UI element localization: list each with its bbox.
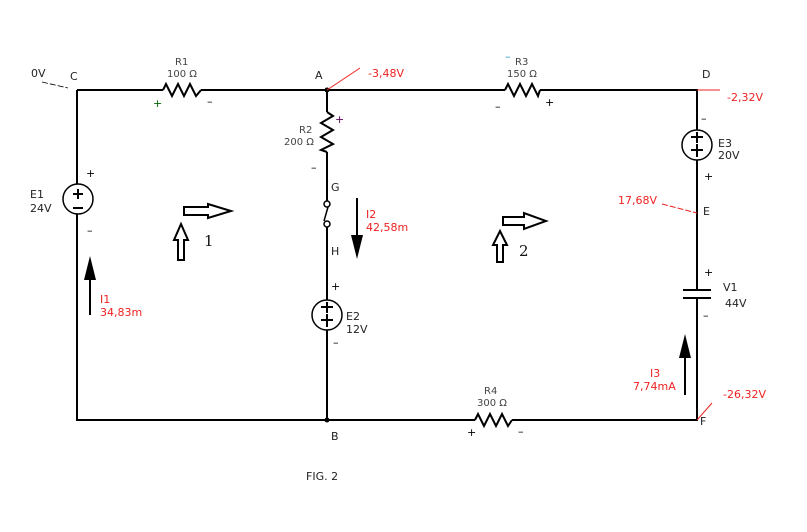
node-b-label: B (331, 430, 339, 443)
r1-minus: – (207, 95, 213, 108)
e3-minus: – (701, 112, 707, 125)
voltage-e: 17,68V (618, 194, 657, 207)
i2-value: 42,58m (366, 221, 408, 234)
i1-value: 34,83m (100, 306, 142, 319)
r2-plus: + (335, 113, 344, 126)
r1-plus: + (153, 97, 162, 110)
e1-minus: – (87, 224, 93, 237)
resistor-r2 (318, 111, 336, 153)
loop-2-arrows (491, 211, 549, 263)
i3-name: I3 (650, 367, 660, 380)
switch[interactable] (323, 200, 331, 228)
voltage-c: 0V (31, 67, 46, 80)
node-e-label: E (703, 205, 710, 218)
v1-plus: + (704, 266, 713, 279)
current-arrow-i3 (679, 334, 691, 395)
current-arrow-i2 (351, 198, 363, 259)
loop-2-label: 2 (519, 242, 529, 260)
r4-minus: – (518, 425, 524, 438)
r4-plus: + (467, 426, 476, 439)
source-e2 (311, 299, 343, 331)
e3-value: 20V (718, 149, 740, 162)
node-h-label: H (331, 245, 339, 258)
e3-plus: + (704, 170, 713, 183)
loop-1-label: 1 (204, 232, 214, 250)
c-leader (41, 81, 69, 89)
r3-name: R3 (515, 57, 528, 68)
v1-value: 44V (725, 297, 747, 310)
loop-1-arrows (172, 202, 235, 261)
polarity-signs: + – + – – – + + – + – – + + – + – (86, 50, 713, 439)
source-e3 (681, 129, 713, 161)
voltage-a: -3,48V (368, 67, 404, 80)
r2-value: 200 Ω (284, 137, 314, 148)
e2-value: 12V (346, 323, 368, 336)
r2-minus: – (311, 161, 317, 174)
r2-name: R2 (299, 125, 312, 136)
e2-plus: + (331, 280, 340, 293)
e1-value: 24V (30, 202, 52, 215)
r3-plus: + (545, 96, 554, 109)
node-a-label: A (315, 69, 323, 82)
node-g-label: G (331, 181, 340, 194)
r4-name: R4 (484, 386, 497, 397)
r1-value: 100 Ω (167, 69, 197, 80)
node-c-label: C (70, 70, 78, 83)
current-arrow-i1 (84, 256, 96, 315)
voltage-d: -2,32V (727, 91, 763, 104)
r3-minus: – (495, 100, 501, 113)
r1-name: R1 (175, 57, 188, 68)
node-f-label: F (700, 415, 706, 428)
r3-value: 150 Ω (507, 69, 537, 80)
resistor-r1 (162, 81, 202, 99)
resistor-r3 (504, 81, 541, 99)
r3-blue-minus: – (505, 50, 511, 63)
node-d-label: D (702, 68, 710, 81)
wires (76, 89, 698, 421)
capacitor-v1 (683, 289, 711, 299)
i1-name: I1 (100, 293, 110, 306)
e1-name: E1 (30, 188, 44, 201)
node-b-dot (324, 417, 330, 423)
resistor-r4 (474, 411, 513, 429)
source-e1 (62, 183, 94, 215)
e2-name: E2 (346, 310, 360, 323)
e2-minus: – (333, 336, 339, 349)
i2-name: I2 (366, 208, 376, 221)
voltage-leaders (326, 67, 720, 421)
voltage-f: -26,32V (723, 388, 766, 401)
v1-minus: – (703, 309, 709, 322)
i3-value: 7,74mA (633, 380, 676, 393)
e3-name: E3 (718, 137, 732, 150)
e1-plus: + (86, 167, 95, 180)
figure-caption: FIG. 2 (306, 470, 338, 483)
r4-value: 300 Ω (477, 398, 507, 409)
v1-name: V1 (723, 281, 738, 294)
